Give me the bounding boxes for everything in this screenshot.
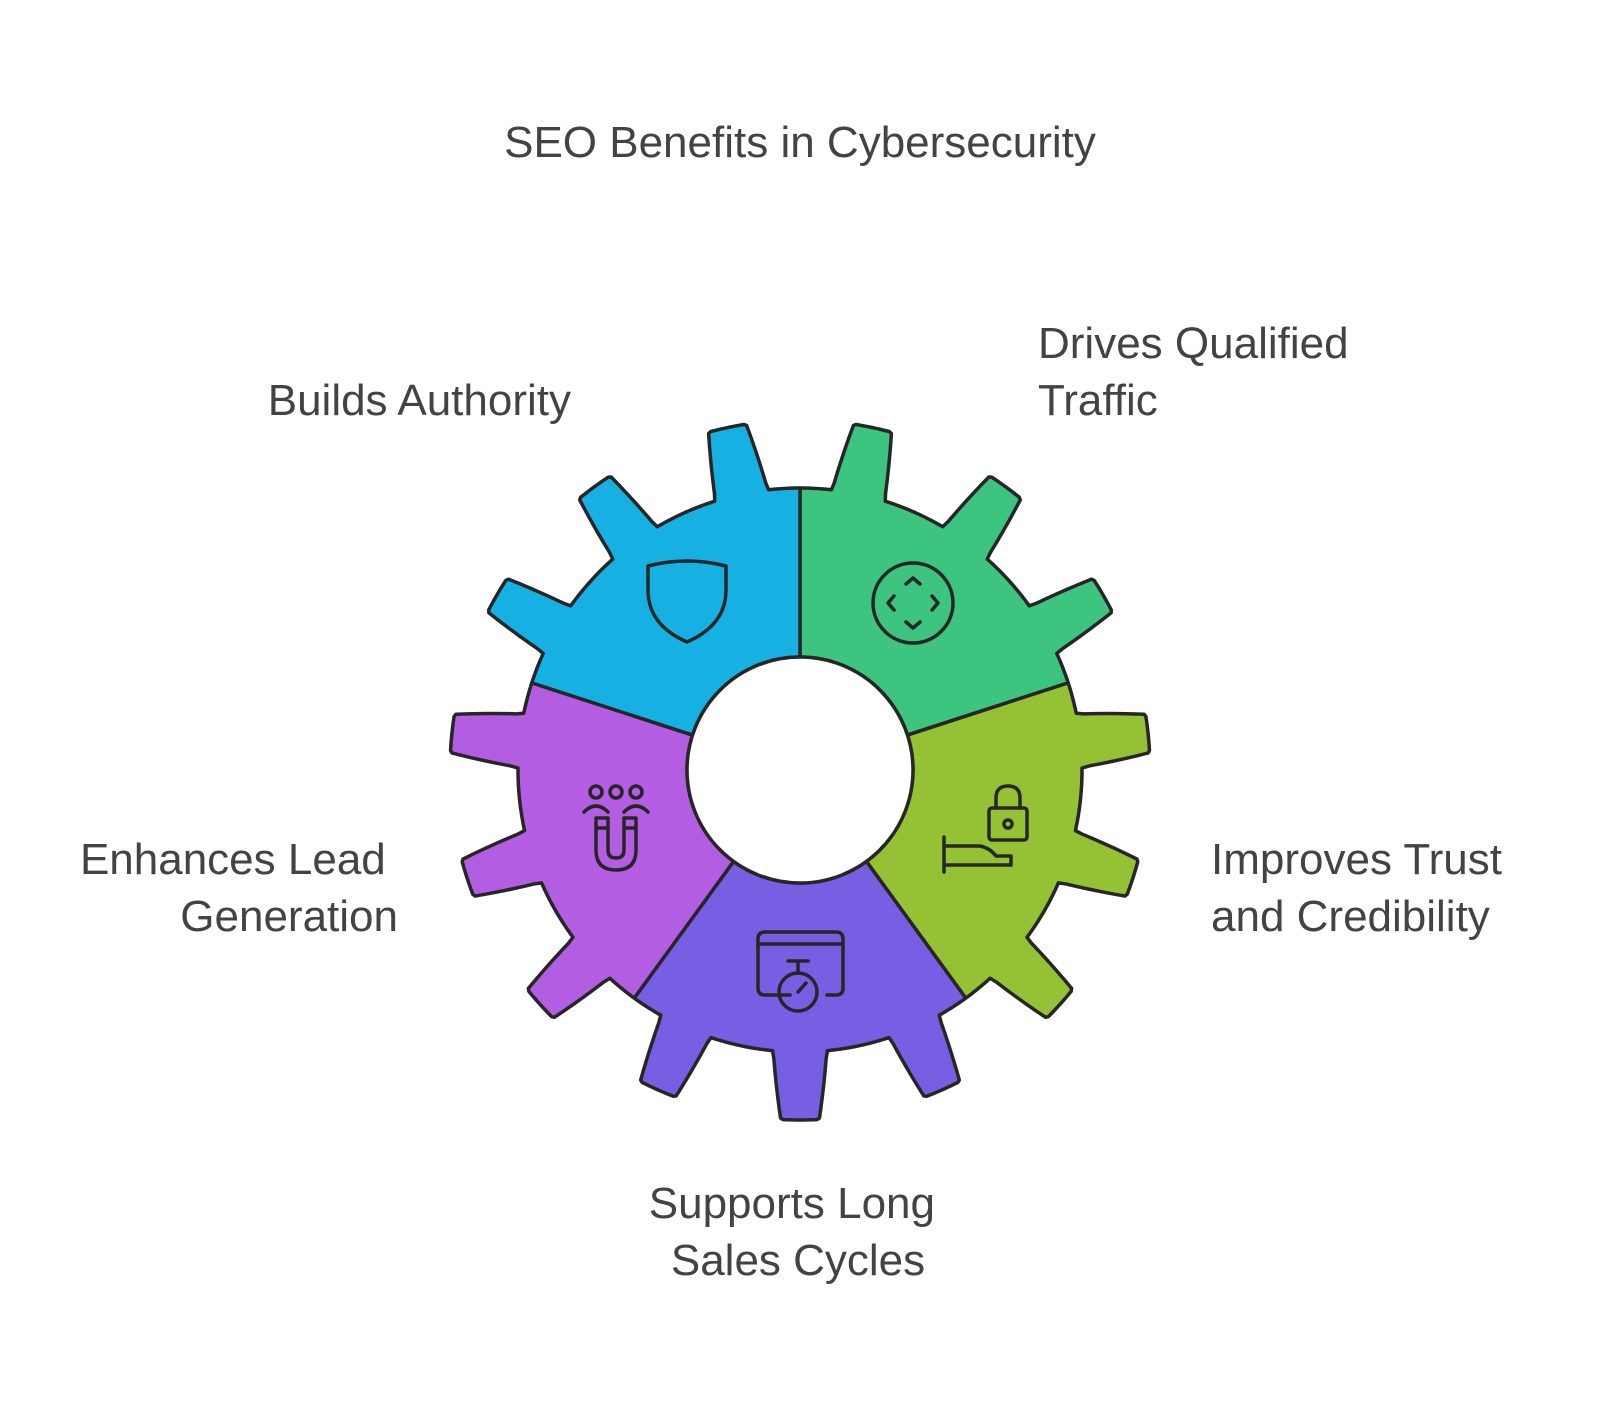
label-improves-trust: Improves Trust and Credibility [1211, 835, 1514, 941]
label-enhances-lead-generation: Enhances Lead Generation [80, 835, 398, 941]
gear-segment-4 [448, 681, 736, 1020]
people-magnet-icon [582, 784, 650, 872]
target-icon [871, 561, 955, 645]
shield-icon [646, 559, 728, 644]
gear-hub [685, 655, 915, 885]
browser-stopwatch-icon [756, 930, 845, 1013]
diagram-title: SEO Benefits in Cybersecurity [504, 118, 1096, 167]
gear-segment-2 [864, 681, 1152, 1020]
hand-lock-icon [942, 784, 1029, 874]
label-builds-authority: Builds Authority [268, 376, 571, 425]
gear-segment-5 [486, 422, 802, 737]
label-drives-qualified-traffic: Drives Qualified Traffic [1038, 319, 1361, 425]
gear-segment-1 [798, 422, 1114, 737]
gear-segments [448, 422, 1152, 1122]
label-supports-long-sales-cycles: Supports Long Sales Cycles [649, 1179, 947, 1285]
